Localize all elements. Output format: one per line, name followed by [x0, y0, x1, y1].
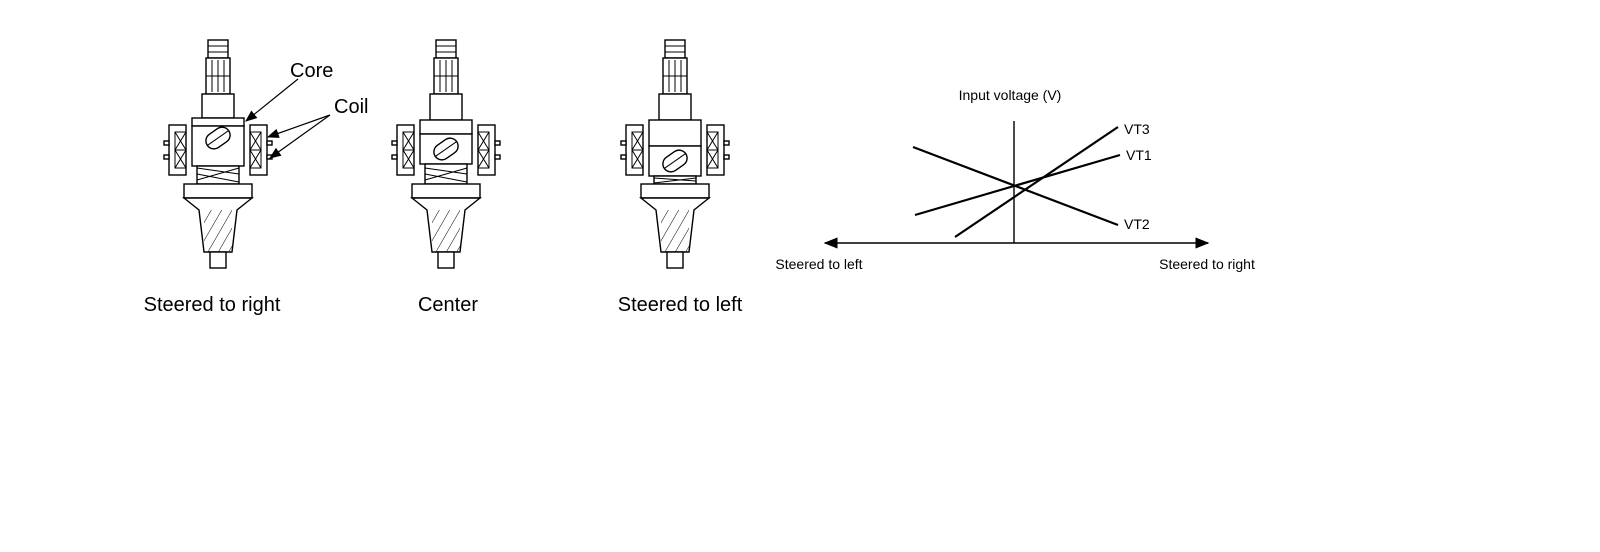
callout-leaders	[245, 78, 331, 159]
series-line-vt1	[914, 153, 1121, 217]
x-left-label: Steered to left	[775, 256, 862, 272]
sensor-steered-right	[163, 39, 272, 269]
series-line-vt2	[912, 145, 1119, 227]
series-line-vt3	[954, 126, 1119, 238]
series-label-vt3: VT3	[1124, 121, 1150, 137]
sensor-steered-left	[620, 39, 729, 269]
y-axis-label: Input voltage (V)	[959, 87, 1062, 103]
series-label-vt1: VT1	[1126, 147, 1152, 163]
voltage-graph: VT3 VT1 VT2 Input voltage (V) Steered to…	[775, 87, 1255, 272]
series-label-vt2: VT2	[1124, 216, 1150, 232]
caption-steered-right: Steered to right	[144, 294, 281, 316]
coil-label: Coil	[334, 96, 368, 118]
caption-steered-left: Steered to left	[618, 294, 743, 316]
caption-center: Center	[418, 294, 478, 316]
core-label: Core	[290, 60, 333, 82]
sensor-center	[391, 39, 500, 269]
x-right-label: Steered to right	[1159, 256, 1255, 272]
